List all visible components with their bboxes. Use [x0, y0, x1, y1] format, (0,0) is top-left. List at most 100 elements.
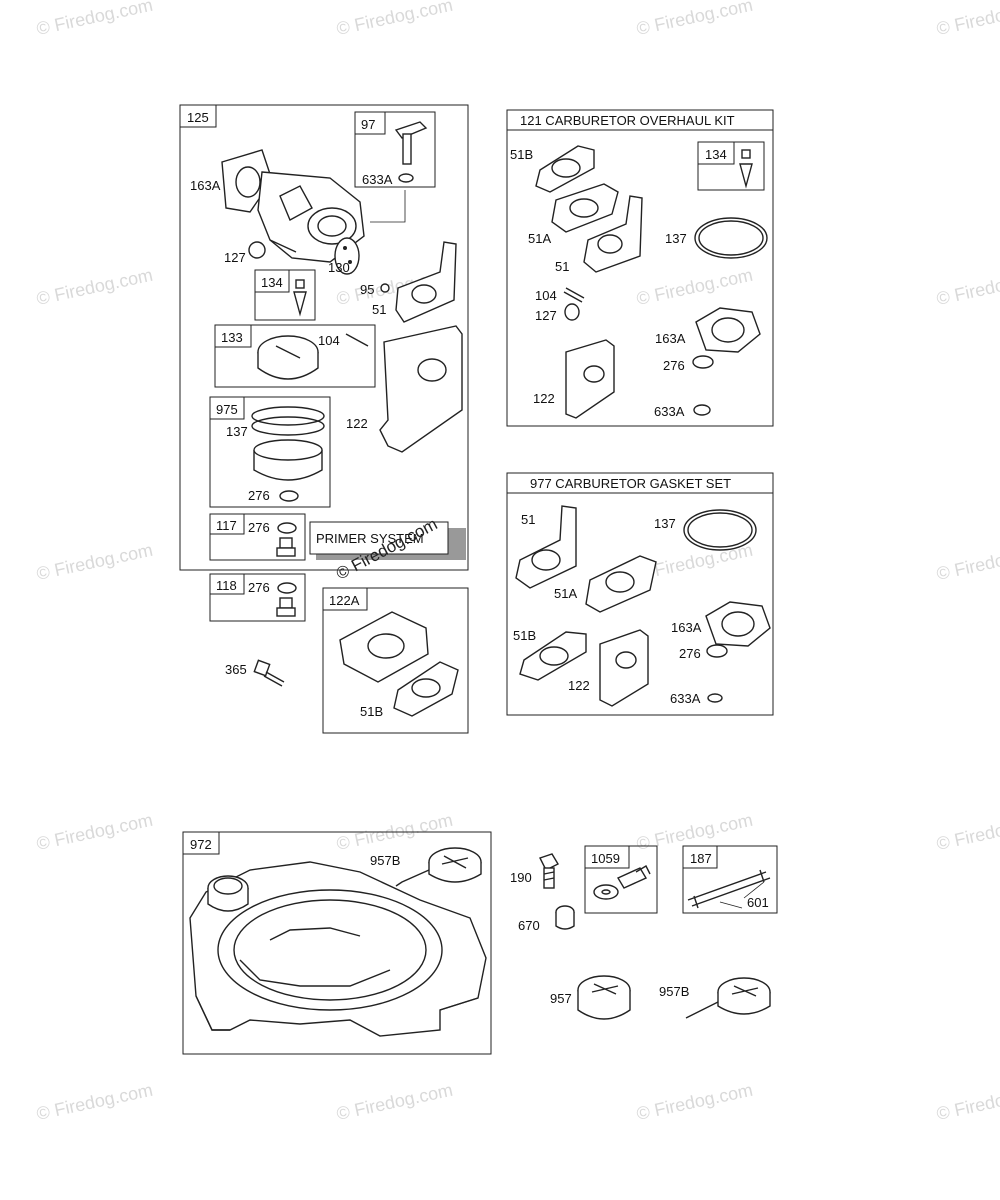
watermark-text: © Firedog.com	[935, 265, 1000, 309]
gasket-part	[535, 145, 595, 193]
gasket-part	[583, 195, 643, 273]
heat-shield-part	[565, 339, 615, 419]
watermark-text: © Firedog.com	[335, 1080, 455, 1124]
air-gasket-part	[695, 307, 761, 353]
callout-label: 957	[550, 991, 572, 1006]
spring-part	[380, 283, 390, 293]
callout-box	[214, 324, 252, 348]
gasket-set-group: 977 CARBURETOR GASKET SET 51 137 51A 51B…	[506, 472, 774, 716]
inlet-needle-part	[739, 149, 753, 189]
leader-line	[719, 881, 765, 909]
fuel-bowl-part	[251, 406, 325, 481]
callout-label: 137	[226, 424, 248, 439]
gasket-part	[551, 183, 619, 233]
choke-shaft-part	[394, 121, 428, 165]
heat-shield-part	[379, 325, 463, 453]
watermarks: © Firedog.com © Firedog.com © Firedog.co…	[35, 0, 1000, 1124]
callout-label: 137	[665, 231, 687, 246]
watermark-text: © Firedog.com	[635, 1080, 755, 1124]
fuel-tank-group: 972 957B	[182, 831, 492, 1055]
callout-box	[179, 104, 217, 128]
subkit-frame	[209, 573, 306, 622]
callout-label: 137	[654, 516, 676, 531]
callout-box	[209, 396, 245, 420]
callout-label: 133	[221, 330, 243, 345]
washer-part	[279, 490, 299, 502]
callout-box	[254, 269, 290, 293]
watermark-text: © Firedog.com	[635, 810, 755, 854]
spacer-part	[555, 905, 575, 930]
bowl-nut-part	[276, 597, 296, 617]
watermark-text: © Firedog.com	[35, 0, 155, 39]
carburetor-assembly-group: 125 97 633A 163A 127	[179, 104, 469, 584]
leader-line	[370, 190, 406, 223]
gasket-part	[519, 631, 587, 681]
shoulder-bolt-part	[593, 865, 651, 900]
seal-part	[398, 173, 414, 183]
callout-label: 51B	[513, 628, 536, 643]
washer-part	[706, 644, 728, 658]
callout-label: 633A	[670, 691, 701, 706]
primer-tag	[309, 521, 449, 555]
watermark-text: © Firedog.com	[635, 0, 755, 39]
heat-shield-part	[599, 629, 649, 707]
fuel-cap-part	[395, 847, 482, 887]
callout-label: 163A	[671, 620, 702, 635]
callout-label: 1059	[591, 851, 620, 866]
subkit-frame	[322, 587, 469, 734]
intake-gasket-part	[515, 505, 577, 589]
watermark-text: © Firedog.com	[935, 0, 1000, 39]
callout-label: 601	[747, 895, 769, 910]
callout-label: 276	[679, 646, 701, 661]
callout-label: 51	[555, 259, 569, 274]
callout-box	[584, 845, 630, 869]
pin-part	[563, 287, 585, 303]
callout-label: 122	[568, 678, 590, 693]
callout-label: 122A	[329, 593, 360, 608]
callout-label: 122	[346, 416, 368, 431]
assembly-frame	[179, 104, 469, 571]
callout-label: 163A	[655, 331, 686, 346]
callout-label: 134	[705, 147, 727, 162]
callout-label: 975	[216, 402, 238, 417]
subkit-frame	[214, 324, 376, 388]
watermark-text: © Firedog.com	[35, 540, 155, 584]
callout-label: 130	[328, 260, 350, 275]
callout-label: 957B	[370, 853, 400, 868]
callout-box	[182, 831, 220, 855]
float-pin-part	[345, 333, 369, 347]
subkit-frame	[682, 845, 778, 914]
callout-label: 118	[216, 578, 237, 593]
callout-label: 97	[361, 117, 375, 132]
callout-label: 127	[535, 308, 557, 323]
callout-label: 51B	[360, 704, 383, 719]
washer-part	[692, 355, 714, 369]
watermark-text: © Firedog.com	[935, 1080, 1000, 1124]
callout-label: 633A	[654, 404, 685, 419]
watermark-text: © Firedog.com	[635, 265, 755, 309]
callout-label: 276	[663, 358, 685, 373]
watermark-text: © Firedog.com	[935, 540, 1000, 584]
insulator-kit-group: 122A 51B	[322, 587, 469, 734]
washer-part	[277, 582, 297, 594]
seal-part	[707, 693, 723, 703]
overhaul-kit-title: 121 CARBURETOR OVERHAUL KIT	[520, 113, 735, 128]
watermark-text: © Firedog.com	[335, 0, 455, 39]
callout-label: 276	[248, 488, 270, 503]
inlet-needle-part	[293, 279, 307, 317]
intake-gasket-part	[395, 241, 457, 323]
primer-system-label: PRIMER SYSTEM	[316, 531, 424, 546]
carburetor-body-part	[257, 171, 365, 263]
watermark-text: © Firedog.com	[35, 265, 155, 309]
gasket-part	[585, 555, 657, 613]
callout-label: 972	[190, 837, 212, 852]
fuel-line-part	[687, 869, 771, 909]
callout-label: 957B	[659, 984, 689, 999]
callout-label: 51	[521, 512, 535, 527]
fuel-tank-part	[189, 861, 487, 1037]
fuel-cap-part	[577, 975, 631, 1020]
subkit-frame	[209, 513, 306, 561]
o-ring-part	[683, 509, 757, 551]
float-part	[257, 335, 319, 380]
plug-part	[564, 303, 580, 321]
